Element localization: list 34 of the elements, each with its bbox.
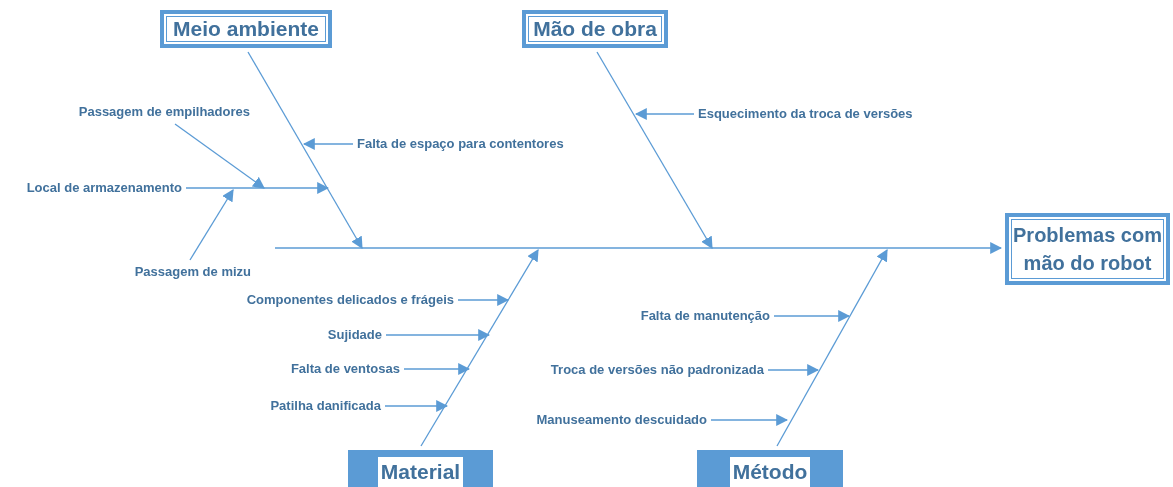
arrow — [384, 400, 449, 412]
arrow — [420, 248, 539, 447]
arrow — [185, 182, 330, 194]
cause-label: Manuseamento descuidado — [536, 412, 707, 428]
cause-label: Falta de ventosas — [290, 361, 400, 377]
cause-label: Componentes delicados e frágeis — [246, 292, 454, 308]
arrow — [767, 364, 820, 376]
category-box: Mão de obra — [522, 10, 668, 48]
arrow — [385, 329, 491, 341]
cause-label: Passagem de mizu — [134, 264, 251, 280]
arrow — [596, 51, 713, 250]
cause-label: Falta de espaço para contentores — [357, 136, 564, 152]
cause-label: Esquecimento da troca de versões — [698, 106, 913, 122]
arrow — [457, 294, 510, 306]
arrow — [773, 310, 851, 322]
arrow — [776, 248, 888, 447]
arrow — [634, 108, 695, 120]
arrow — [403, 363, 471, 375]
cause-label: Patilha danificada — [270, 398, 381, 414]
arrow — [274, 242, 1003, 254]
category-box: Método — [697, 450, 843, 487]
effect-box: Problemas com mão do robot — [1005, 213, 1170, 285]
arrow — [247, 51, 363, 250]
cause-label: Falta de manutenção — [640, 308, 770, 324]
cause-label: Local de armazenamento — [26, 180, 182, 196]
arrow — [710, 414, 789, 426]
cause-label: Troca de versões não padronizada — [550, 362, 764, 378]
arrow — [174, 123, 265, 189]
arrow — [189, 189, 234, 261]
cause-label: Sujidade — [327, 327, 382, 343]
category-box: Material — [348, 450, 493, 487]
category-box: Meio ambiente — [160, 10, 332, 48]
cause-label: Passagem de empilhadores — [78, 104, 250, 120]
arrow — [302, 138, 354, 150]
